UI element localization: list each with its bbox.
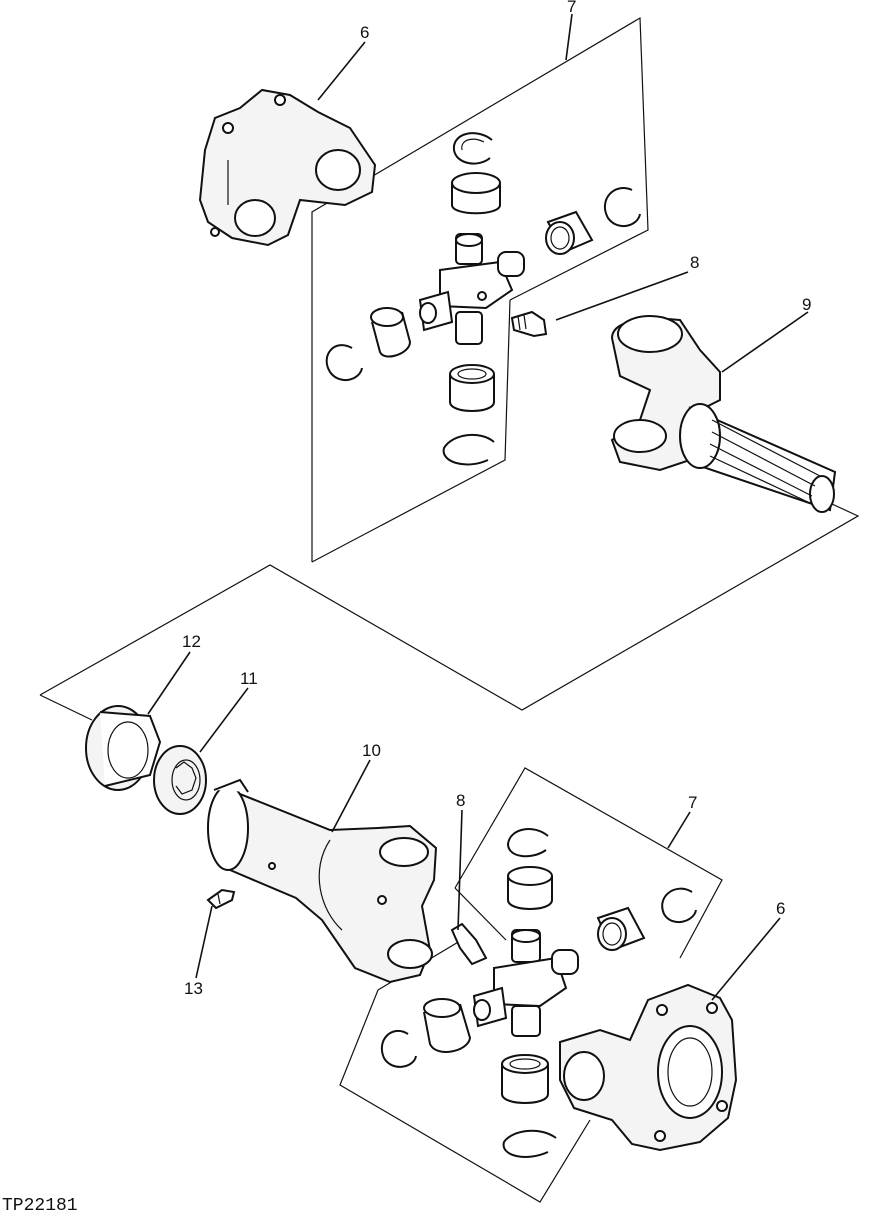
cross-spider-top [418,233,525,345]
needle-bearing-bottom-1 [596,906,646,952]
flange-yoke-bottom [559,983,738,1152]
shaft-seal [153,745,207,815]
fitting-bolt [206,888,236,910]
bearing-cup-bottom-2 [423,998,472,1053]
bearing-cup-top-1 [451,172,501,215]
callout-9: 9 [802,295,811,314]
grease-fitting-top [510,310,548,338]
leader-lines [147,13,809,1001]
needle-bearing-top-1 [545,210,594,255]
tube-yoke [207,778,438,984]
figure-reference-code: TP22181 [2,1196,78,1216]
callout-6-top: 6 [360,23,369,42]
callout-6-bottom: 6 [776,899,785,918]
splined-yoke [610,315,837,513]
flange-yoke-top [198,88,377,247]
callout-8-bottom: 8 [456,791,465,810]
snap-ring-top-4 [442,433,495,466]
dust-cap [85,705,162,791]
bearing-cup-top-2 [370,307,412,358]
callout-13: 13 [184,979,203,998]
callout-12: 12 [182,632,201,651]
shaft-outline [39,503,860,721]
snap-ring-top-2 [603,187,641,228]
needle-bearing-bottom-2 [501,1054,549,1104]
needle-bearing-top-2 [449,364,495,412]
callout-11: 11 [240,669,258,688]
snap-ring-bottom-1 [506,828,549,858]
cross-spider-bottom [472,929,579,1037]
callout-7-bottom: 7 [688,793,697,812]
snap-ring-top-1 [452,132,493,165]
callout-10: 10 [362,741,381,760]
callout-7-top: 7 [567,0,576,16]
snap-ring-bottom-2 [661,887,697,924]
grease-fitting-bottom [450,922,488,966]
snap-ring-top-3 [325,344,363,382]
snap-ring-bottom-4 [502,1129,557,1158]
bearing-cup-bottom-1 [507,866,553,910]
callout-8-top: 8 [690,253,699,272]
kit-outline-top [311,16,649,563]
snap-ring-bottom-3 [381,1030,417,1068]
